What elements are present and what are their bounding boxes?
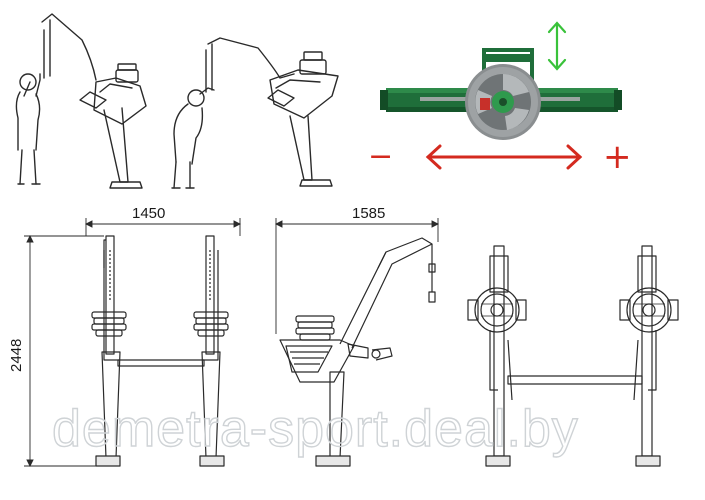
exerciser-figure-bent: [171, 87, 215, 189]
usage-illustration-crunch: [171, 37, 339, 189]
weight-adjust-render: − +: [368, 21, 632, 177]
weight-plate: [465, 64, 541, 140]
dimension-lines-front: [24, 218, 242, 468]
logo-icon: [480, 98, 490, 110]
plus-symbol: +: [603, 137, 632, 177]
dimension-lines-side: [274, 218, 440, 334]
depth-dimension-label: 1585: [352, 205, 385, 222]
machine-side-view-pulldown: [41, 13, 147, 189]
front-view-drawing: [91, 235, 229, 467]
rear-view-drawing: [467, 245, 679, 467]
minus-symbol: −: [368, 139, 393, 174]
watermark-text: demetra-sport.deal.by: [52, 400, 579, 458]
width-dimension-label: 1450: [132, 205, 165, 222]
usage-illustration-pulldown: [15, 13, 147, 189]
double-arrow-horizontal-icon: [425, 144, 583, 170]
machine-side-view-crunch: [205, 37, 339, 187]
side-view-drawing: [279, 237, 436, 467]
double-arrow-vertical-icon: [547, 21, 567, 71]
height-dimension-label: 2448: [8, 339, 25, 372]
exerciser-figure-standing: [15, 73, 41, 185]
